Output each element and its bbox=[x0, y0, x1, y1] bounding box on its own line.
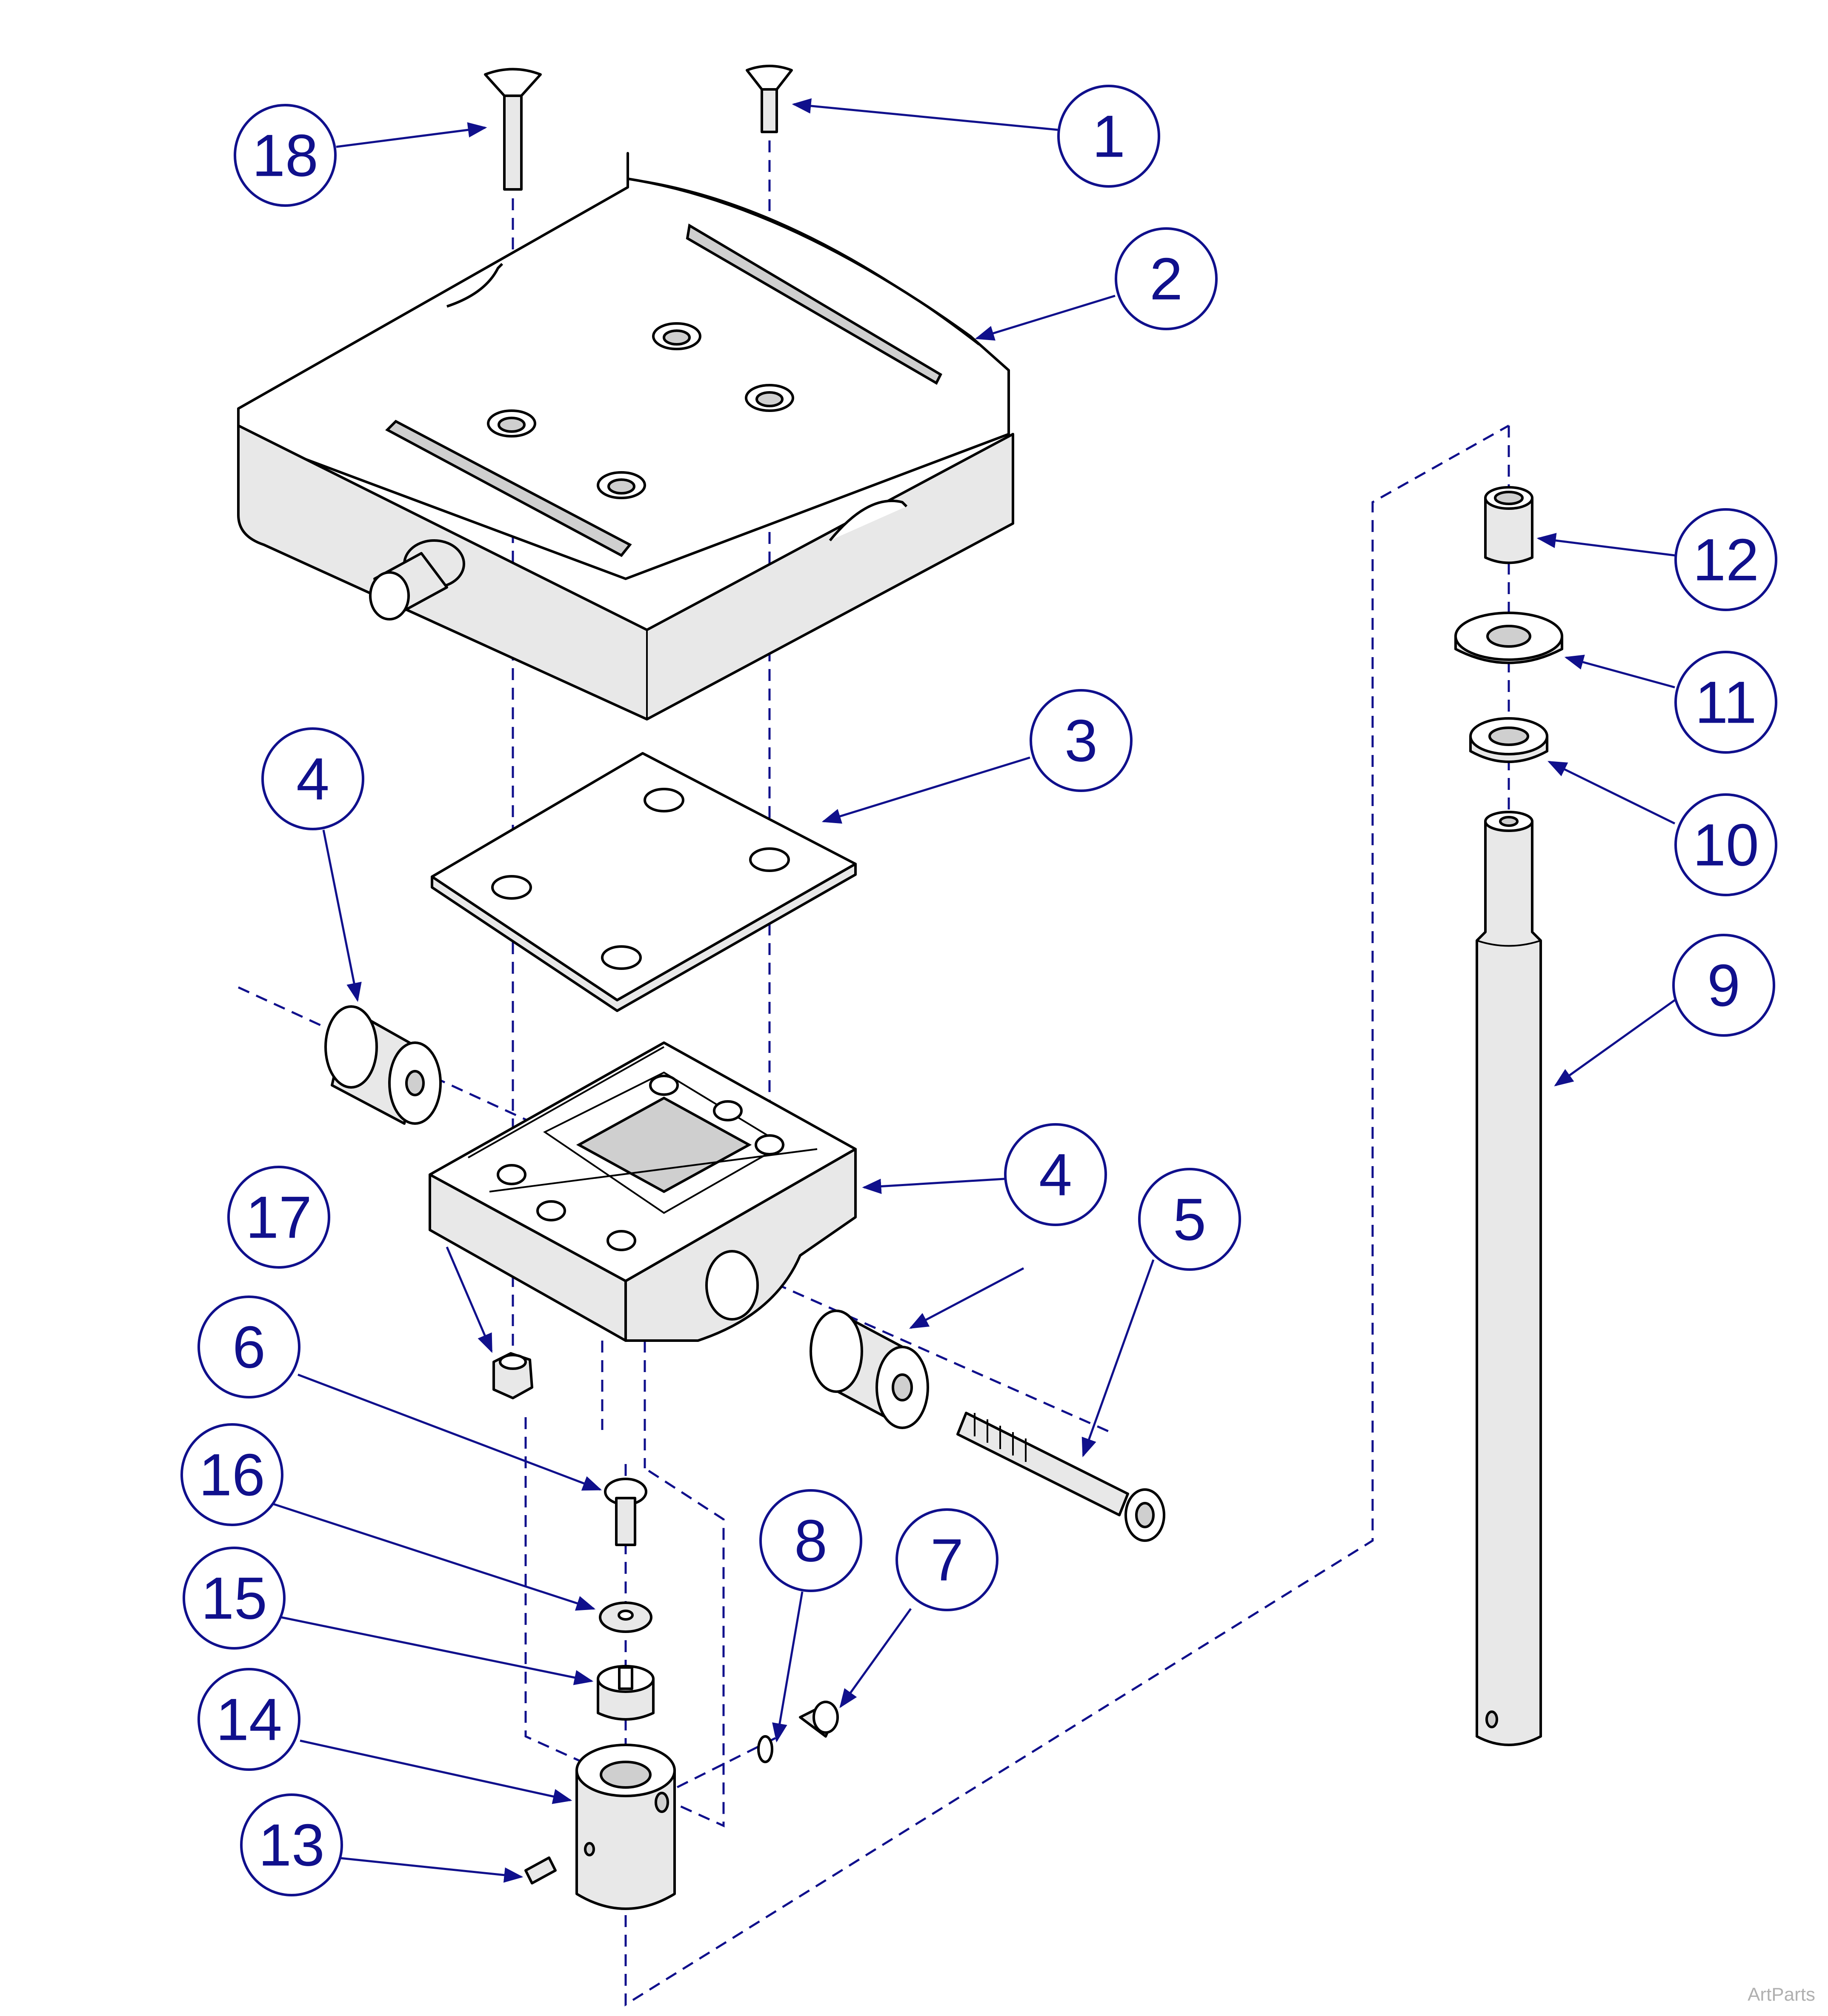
svg-text:10: 10 bbox=[1693, 812, 1759, 878]
callout-5: 5 bbox=[1138, 1168, 1241, 1271]
svg-text:4: 4 bbox=[1039, 1141, 1072, 1208]
gasket-plate-part bbox=[431, 752, 857, 1012]
screw-part-6 bbox=[604, 1478, 647, 1546]
roller-part-right bbox=[810, 1310, 929, 1429]
svg-text:1: 1 bbox=[1092, 103, 1125, 170]
callout-4-right: 4 bbox=[1004, 1123, 1107, 1226]
callout-14: 14 bbox=[197, 1668, 300, 1771]
washer-part-16 bbox=[599, 1601, 652, 1633]
screw-part-18 bbox=[484, 68, 542, 191]
svg-text:7: 7 bbox=[930, 1527, 964, 1593]
screw-part-7 bbox=[799, 1701, 839, 1738]
spacer-part-12 bbox=[1484, 486, 1533, 564]
svg-text:3: 3 bbox=[1064, 707, 1098, 774]
callout-15: 15 bbox=[183, 1547, 286, 1650]
svg-text:9: 9 bbox=[1707, 952, 1740, 1019]
callout-3: 3 bbox=[1030, 689, 1133, 792]
knob-icon bbox=[369, 539, 465, 621]
callout-17: 17 bbox=[227, 1166, 330, 1269]
svg-text:4: 4 bbox=[296, 746, 329, 812]
callout-13: 13 bbox=[240, 1793, 343, 1896]
svg-text:5: 5 bbox=[1173, 1186, 1206, 1253]
svg-text:8: 8 bbox=[794, 1507, 827, 1574]
svg-text:11: 11 bbox=[1695, 669, 1756, 736]
set-screw-part-13 bbox=[524, 1856, 557, 1884]
svg-text:2: 2 bbox=[1150, 246, 1183, 312]
nut-part-17 bbox=[492, 1352, 533, 1399]
washer-part-11 bbox=[1454, 612, 1563, 664]
callout-9: 9 bbox=[1672, 934, 1775, 1037]
bushing-part-15 bbox=[597, 1665, 655, 1721]
svg-text:12: 12 bbox=[1693, 526, 1759, 593]
roller-part-left bbox=[324, 1005, 442, 1125]
svg-text:16: 16 bbox=[199, 1441, 265, 1508]
washer-part-10 bbox=[1469, 717, 1548, 763]
svg-text:6: 6 bbox=[232, 1314, 266, 1381]
svg-text:18: 18 bbox=[252, 122, 318, 189]
callout-10: 10 bbox=[1674, 793, 1777, 896]
screw-part-1 bbox=[746, 65, 793, 133]
slide-plate-part bbox=[237, 152, 1014, 721]
svg-text:14: 14 bbox=[216, 1686, 282, 1753]
post-part-9 bbox=[1476, 811, 1542, 1746]
callout-12: 12 bbox=[1674, 508, 1777, 611]
callout-8: 8 bbox=[759, 1489, 862, 1592]
callout-1: 1 bbox=[1057, 85, 1160, 188]
mount-block-part bbox=[429, 1041, 857, 1342]
callout-2: 2 bbox=[1115, 227, 1218, 330]
callout-16: 16 bbox=[180, 1423, 283, 1526]
callout-18: 18 bbox=[234, 104, 337, 207]
svg-text:15: 15 bbox=[201, 1565, 267, 1632]
svg-text:13: 13 bbox=[258, 1812, 325, 1879]
clip-part-8 bbox=[757, 1735, 773, 1763]
collar-part-14 bbox=[575, 1744, 676, 1910]
callout-leaders bbox=[268, 98, 1676, 1883]
callout-6: 6 bbox=[197, 1295, 300, 1398]
callout-4-left: 4 bbox=[261, 727, 364, 830]
svg-text:17: 17 bbox=[246, 1184, 312, 1251]
watermark: ArtParts bbox=[1748, 1984, 1815, 2005]
bolt-part-5 bbox=[956, 1412, 1165, 1542]
callout-7: 7 bbox=[895, 1508, 998, 1611]
callout-11: 11 bbox=[1674, 651, 1777, 754]
